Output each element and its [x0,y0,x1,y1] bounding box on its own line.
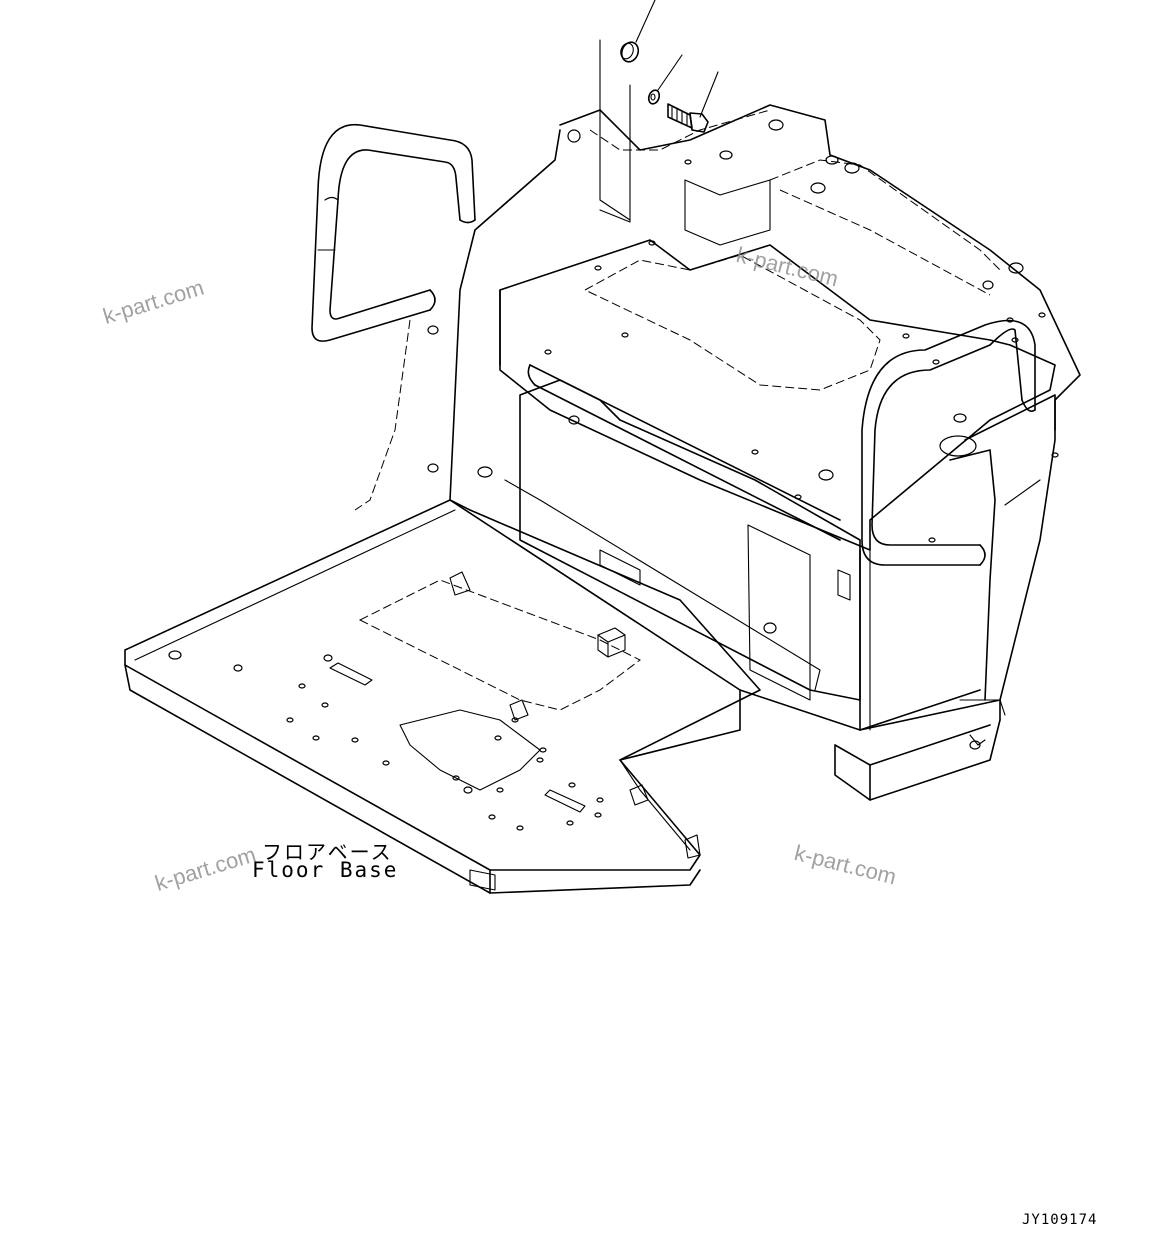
part-label-english: Floor Base [252,858,399,882]
exploded-fasteners [599,0,719,223]
seat-support-box [354,104,1081,801]
drawing-number: JY109174 [1022,1212,1098,1228]
part-label-japanese: フロアベース [262,840,393,864]
right-grab-handle [527,319,1036,566]
floor-plate [124,499,761,894]
left-grab-handle [311,123,476,342]
